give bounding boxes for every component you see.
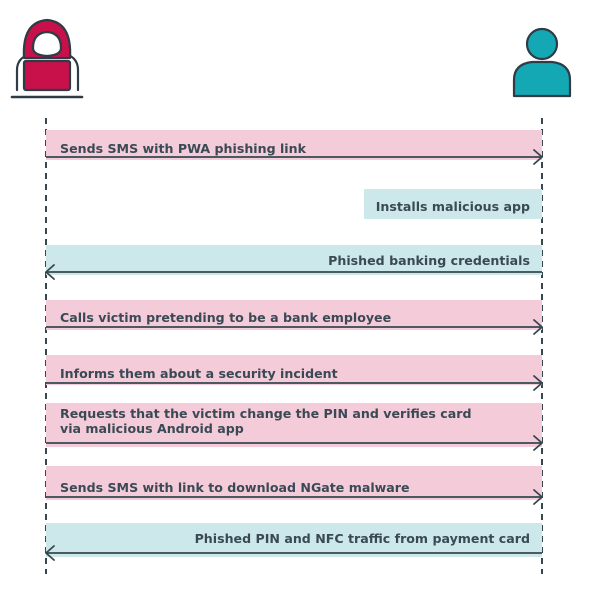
message-7: Sends SMS with link to download NGate ma… <box>46 466 543 505</box>
hooded-hacker-laptop-icon <box>10 18 84 99</box>
arrowhead-right-icon <box>533 435 543 451</box>
message-band <box>46 355 542 385</box>
message-8: Phished PIN and NFC traffic from payment… <box>45 523 542 561</box>
arrowhead-right-icon <box>533 149 543 165</box>
message-2: Installs malicious app <box>364 189 542 219</box>
arrowhead-right-icon <box>533 375 543 391</box>
message-band <box>46 300 542 330</box>
message-3: Phished banking credentials <box>45 245 542 280</box>
message-6: Requests that the victim change the PIN … <box>46 403 543 451</box>
message-band <box>46 245 542 275</box>
arrowhead-right-icon <box>533 319 543 335</box>
message-label: Phished banking credentials <box>328 253 530 268</box>
message-4: Calls victim pretending to be a bank emp… <box>46 300 543 335</box>
arrowhead-right-icon <box>533 489 543 505</box>
message-label: Calls victim pretending to be a bank emp… <box>60 310 391 325</box>
message-band <box>46 466 542 500</box>
message-label: Sends SMS with PWA phishing link <box>60 141 307 156</box>
message-band <box>364 189 542 219</box>
message-label: Sends SMS with link to download NGate ma… <box>60 480 410 495</box>
message-band <box>46 523 542 557</box>
message-band <box>46 130 542 160</box>
message-band <box>46 403 542 447</box>
person-icon <box>512 27 572 98</box>
message-1: Sends SMS with PWA phishing link <box>46 130 543 165</box>
message-list: Sends SMS with PWA phishing linkInstalls… <box>45 130 543 561</box>
message-label: Informs them about a security incident <box>60 366 338 381</box>
arrowhead-left-icon <box>45 264 55 280</box>
message-label: Phished PIN and NFC traffic from payment… <box>195 531 530 546</box>
message-label: Requests that the victim change the PIN … <box>60 406 471 436</box>
message-5: Informs them about a security incident <box>46 355 543 391</box>
laptop-shape <box>22 59 72 92</box>
message-label: Installs malicious app <box>376 199 530 214</box>
arrowhead-left-icon <box>45 545 55 561</box>
